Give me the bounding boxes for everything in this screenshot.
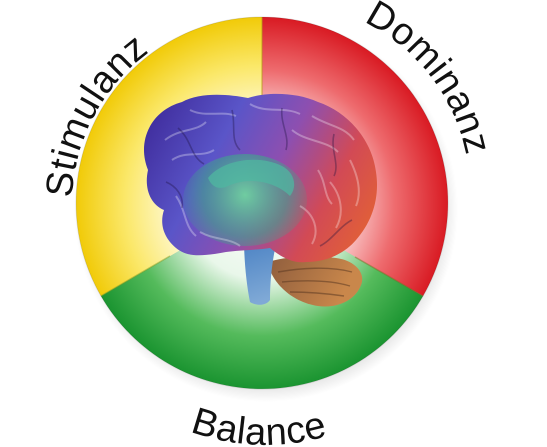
cerebellum-folds	[277, 267, 353, 297]
brain-sulci	[165, 107, 353, 247]
balance-label: Balance	[187, 400, 330, 447]
brain-stem	[244, 238, 276, 305]
ring-rim	[75, 16, 449, 390]
divider-right	[354, 256, 424, 297]
corpus-callosum	[208, 159, 295, 196]
divider-left	[100, 255, 171, 297]
brain-gyri	[164, 103, 360, 247]
brain-illustration	[143, 93, 378, 307]
